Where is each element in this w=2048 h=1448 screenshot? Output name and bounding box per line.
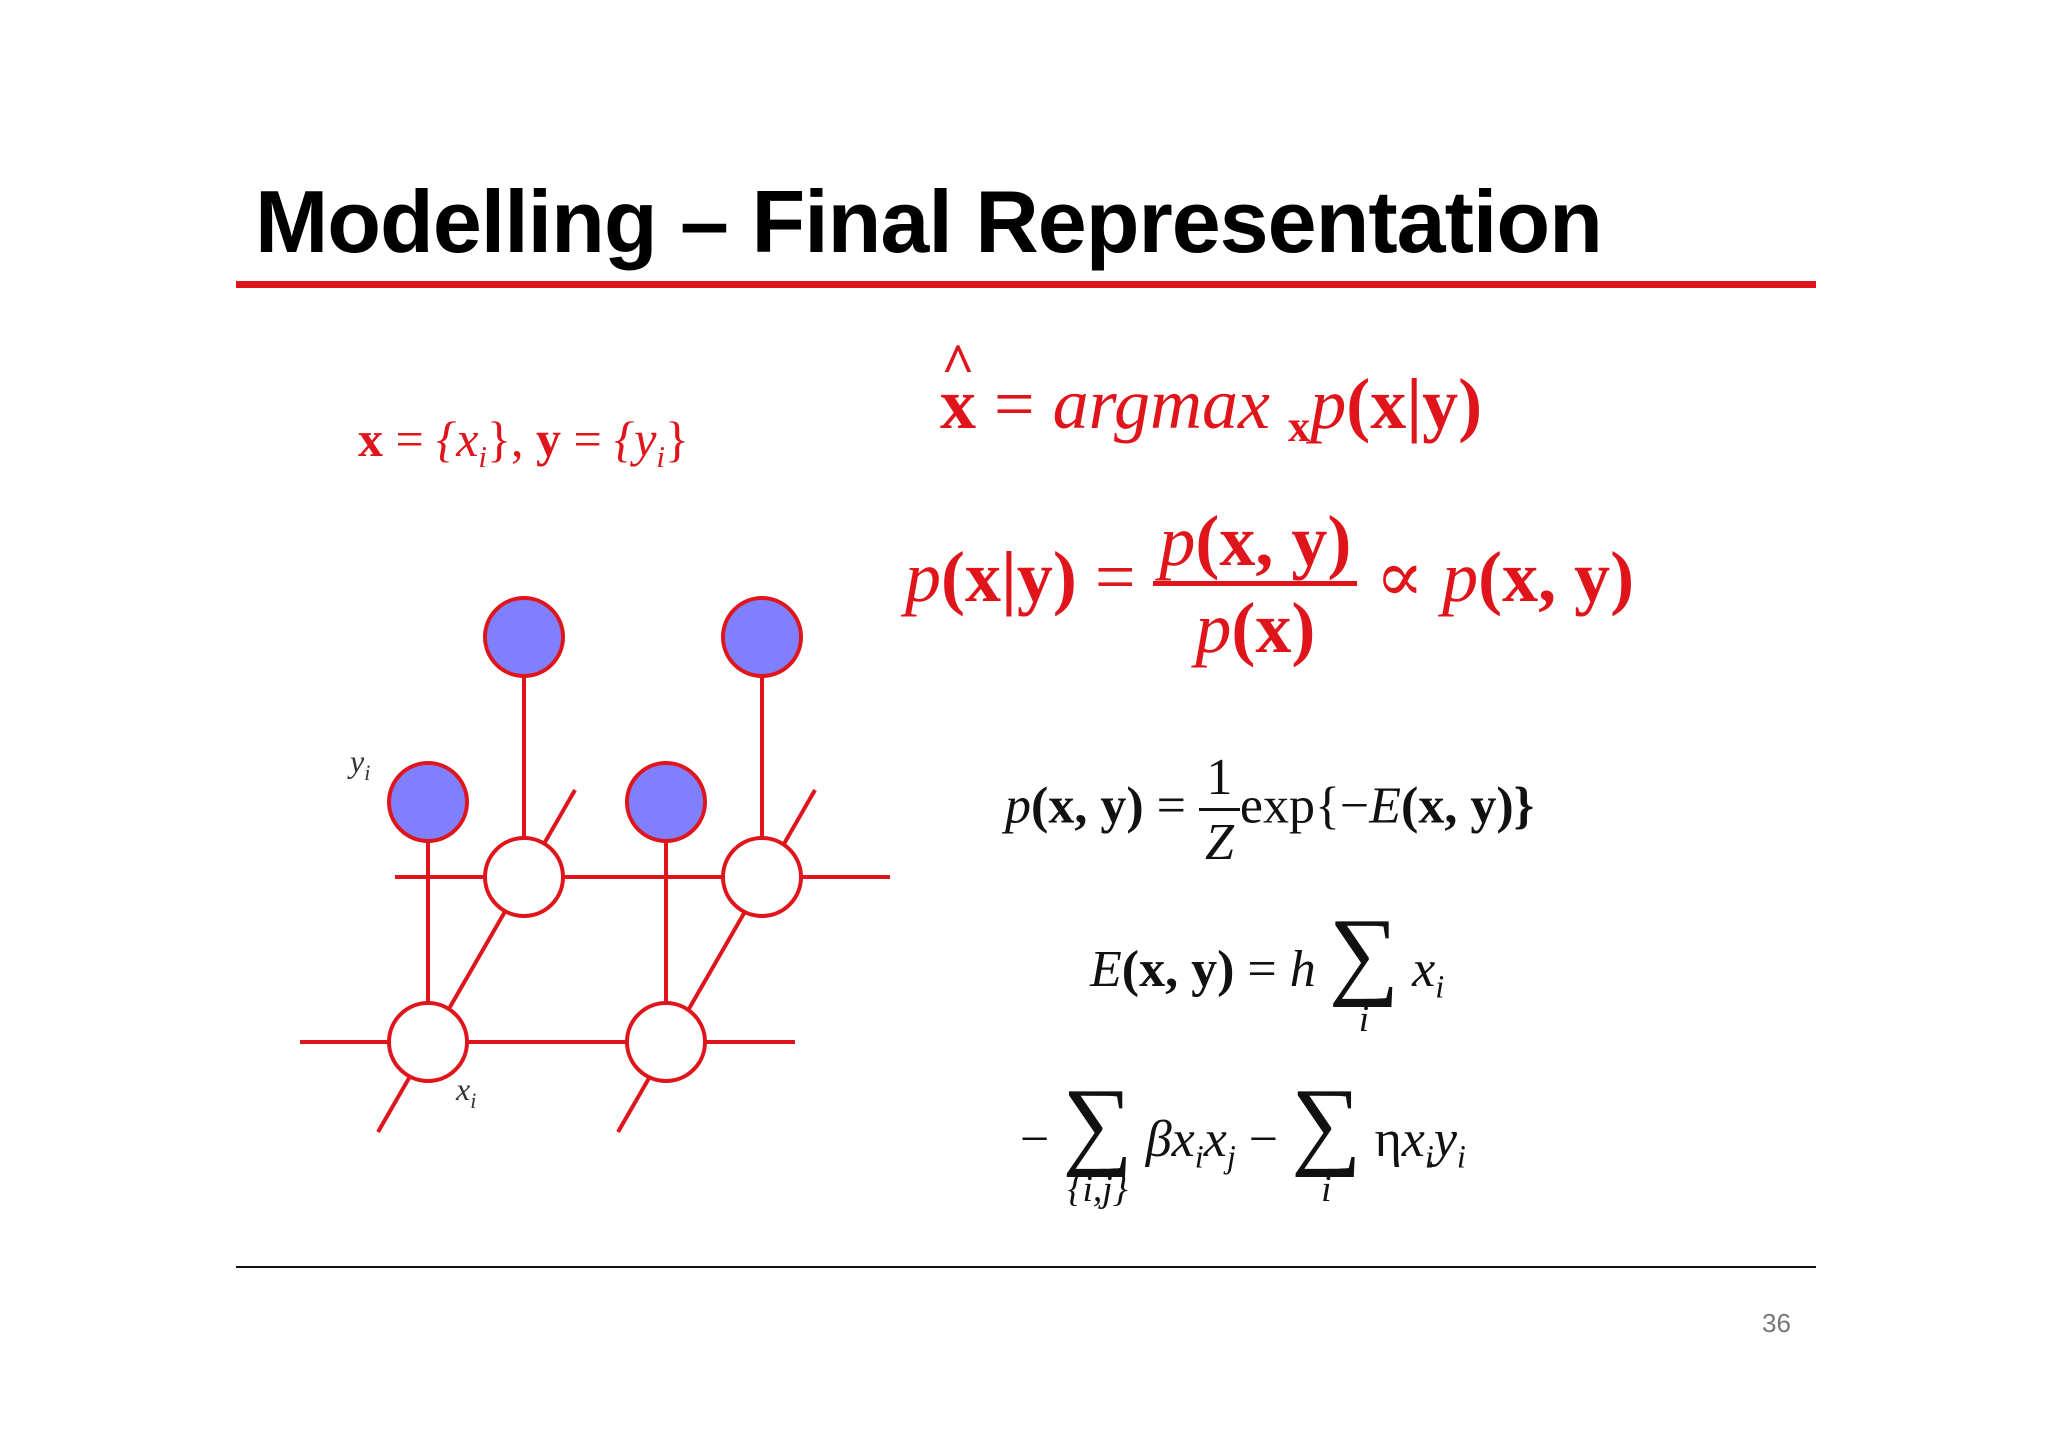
x-set-close: }, (487, 411, 524, 467)
edge-diagonal-right (616, 789, 817, 1133)
equals-sign: = (1156, 777, 1186, 835)
num-p: p (1159, 501, 1196, 581)
slide-title: Modelling – Final Representation (255, 172, 1603, 271)
y-term: y (1433, 1111, 1457, 1169)
x-hat: x (940, 368, 976, 440)
lhs-p: p (905, 537, 941, 618)
prob-args: (x|y) (1346, 364, 1483, 444)
rhs-p: p (1442, 537, 1479, 618)
fraction-denominator: p(x) (1153, 586, 1357, 664)
energy-E: E (1090, 941, 1122, 999)
fraction: p(x, y) p(x) (1153, 505, 1358, 664)
y-set-subscript: i (656, 438, 666, 474)
normalizer-fraction: 1 Z (1198, 749, 1240, 871)
fraction-numerator: p(x, y) (1153, 505, 1357, 581)
equals-sign: = (1247, 941, 1277, 999)
equals-sign: = (994, 364, 1035, 444)
x-j-subscript: j (1226, 1138, 1236, 1175)
argmax-equation: x = argmax xp(x|y) (940, 368, 1482, 449)
x-j-term: x (1203, 1111, 1227, 1169)
unary-summation: ∑i (1291, 1069, 1362, 1210)
pairwise-summation: ∑{i,j} (1062, 1069, 1133, 1210)
rhs-args: (x, y) (1478, 537, 1635, 618)
sigma-symbol: ∑ (1291, 1069, 1362, 1178)
prob-p: p (1310, 364, 1347, 444)
sigma-symbol: ∑ (1328, 899, 1400, 1008)
exp-term: exp{− (1239, 777, 1370, 835)
argmax-operator: argmax (1052, 364, 1270, 444)
observed-nodes (387, 596, 803, 843)
den-p: p (1195, 588, 1232, 668)
observed-node (625, 761, 707, 843)
proportional-sign: ∝ (1375, 537, 1425, 618)
joint-args: (x, y) (1031, 777, 1144, 835)
eta-coefficient: η (1374, 1111, 1402, 1169)
energy-E: E (1369, 777, 1402, 835)
bayes-equation: p(x|y) = p(x, y) p(x) ∝ p(x, y) (905, 505, 1634, 664)
energy-equation: E(x, y) = h ∑i xi (1090, 899, 1445, 1040)
pairwise-limit: {i,j} (1067, 1168, 1128, 1210)
footer-rule (236, 1266, 1816, 1268)
energy-equation-continued: − ∑{i,j} βxixj − ∑i ηxiyi (1020, 1069, 1466, 1210)
lhs-args: (x|y) (941, 537, 1077, 618)
unary-limit: i (1321, 1168, 1332, 1210)
minus-sign: − (1020, 1111, 1050, 1169)
set-definition: x = {xi}, y = {yi} (358, 414, 689, 472)
x-term-subscript: i (1424, 1138, 1434, 1175)
edge-diagonal-left (376, 789, 577, 1133)
energy-args: (x, y) (1121, 941, 1235, 999)
x-term-subscript: i (1435, 968, 1445, 1005)
beta-coefficient: β (1145, 1111, 1172, 1169)
observed-node (387, 761, 469, 843)
normalizer-numerator: 1 (1206, 749, 1233, 806)
y-vector: y (536, 411, 562, 467)
hidden-node (625, 1001, 707, 1083)
summation-limit: i (1358, 998, 1370, 1040)
h-coefficient: h (1289, 941, 1316, 999)
num-args: (x, y) (1195, 501, 1352, 581)
fraction-bar (1198, 808, 1240, 811)
diagram-label-x: xi (455, 1071, 476, 1113)
x-set-subscript: i (478, 438, 488, 474)
y-set-close: } (665, 411, 690, 467)
x-term: x (1401, 1111, 1425, 1169)
hidden-node (721, 836, 803, 918)
energy-args: (x, y)} (1401, 777, 1535, 835)
fraction-bar (1153, 581, 1358, 586)
page-number: 36 (1762, 1308, 1791, 1338)
y-term-subscript: i (1456, 1138, 1466, 1175)
x-i-subscript: i (1194, 1138, 1204, 1175)
equals-sign: = (1094, 537, 1136, 618)
y-set: {y (614, 411, 657, 467)
x-set: {x (436, 411, 479, 467)
sigma-symbol: ∑ (1062, 1069, 1133, 1178)
equals-sign: = (395, 411, 424, 467)
hidden-node (483, 836, 565, 918)
observed-node (483, 596, 565, 678)
x-term: x (1412, 941, 1436, 999)
hidden-node (387, 1001, 469, 1083)
joint-p: p (1005, 777, 1031, 835)
equals-sign: = (573, 411, 602, 467)
minus-sign: − (1248, 1111, 1279, 1169)
argmax-subscript: x (1287, 401, 1311, 452)
x-vector: x (358, 411, 383, 467)
hidden-nodes (387, 836, 803, 1083)
summation: ∑i (1328, 899, 1400, 1040)
observed-node (721, 596, 803, 678)
title-underline (236, 281, 1816, 288)
normalizer-denominator: Z (1204, 814, 1234, 871)
joint-equation: p(x, y) = 1 Z exp{−E(x, y)} (1005, 752, 1534, 869)
mrf-grid-diagram: yi xi (300, 596, 890, 1133)
den-args: (x) (1231, 588, 1316, 668)
x-i-term: x (1171, 1111, 1195, 1169)
diagram-label-y: yi (347, 743, 370, 785)
